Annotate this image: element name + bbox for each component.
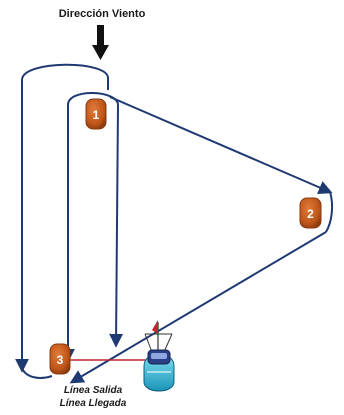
wind-arrow-icon <box>92 25 109 60</box>
buoy-3-number: 3 <box>57 353 64 367</box>
finish-line-label: Línea Llegada <box>60 398 127 409</box>
start-line-label: Línea Salida <box>64 385 123 396</box>
committee-boat-icon <box>143 320 175 392</box>
buoy-2-number: 2 <box>307 207 314 221</box>
wind-direction-label: Dirección Viento <box>59 8 146 20</box>
buoy-1-number: 1 <box>93 108 100 122</box>
bottom-connector <box>21 367 53 379</box>
leg-1-to-2 <box>109 96 333 194</box>
leg-2-to-finish <box>69 231 327 384</box>
inner-loop-path <box>61 92 124 363</box>
curve-around-buoy-2 <box>325 191 334 233</box>
outer-loop-path <box>15 63 109 373</box>
buoy-1: 1 <box>85 98 107 130</box>
buoy-2: 2 <box>299 197 322 229</box>
buoy-3: 3 <box>49 343 71 375</box>
